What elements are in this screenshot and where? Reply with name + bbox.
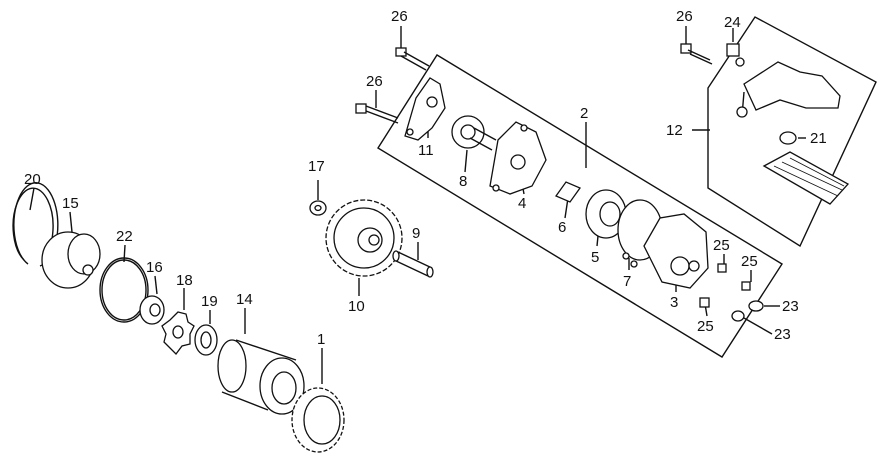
callout-2: 2 xyxy=(580,105,588,122)
pump-rotor-5[interactable] xyxy=(585,189,627,239)
callout-21: 21 xyxy=(810,130,827,147)
strainer-pipe[interactable] xyxy=(736,61,841,118)
bolt-26-right[interactable] xyxy=(680,43,713,65)
callout-10: 10 xyxy=(348,298,365,315)
primary-gear-1[interactable] xyxy=(291,387,345,453)
bolt-26-top[interactable] xyxy=(395,47,430,71)
oil-strainer-assembly-outline xyxy=(707,16,877,248)
callout-8: 8 xyxy=(459,173,467,190)
shaft-9[interactable] xyxy=(392,250,434,278)
o-ring-23-b[interactable] xyxy=(731,310,745,322)
callout-25-b: 25 xyxy=(741,253,758,270)
callout-17: 17 xyxy=(308,158,325,175)
callout-12: 12 xyxy=(666,122,683,139)
callout-26-left: 26 xyxy=(366,73,383,90)
callout-14: 14 xyxy=(236,291,253,308)
callout-4: 4 xyxy=(518,195,526,212)
callout-7: 7 xyxy=(623,273,631,290)
leader-lines xyxy=(29,26,806,384)
callout-9: 9 xyxy=(412,225,420,242)
callout-1: 1 xyxy=(317,331,325,348)
callout-24: 24 xyxy=(724,14,741,31)
bolt-25-a[interactable] xyxy=(717,263,727,273)
callout-16: 16 xyxy=(146,259,163,276)
pump-drive-gear-8[interactable] xyxy=(451,115,497,151)
bolt-25-b[interactable] xyxy=(741,281,751,291)
callout-25-c: 25 xyxy=(697,318,714,335)
callout-11: 11 xyxy=(418,142,434,159)
washer-17[interactable] xyxy=(309,200,327,216)
callout-15: 15 xyxy=(62,195,79,212)
callout-5: 5 xyxy=(591,249,599,266)
callout-22: 22 xyxy=(116,228,133,245)
callout-23-a: 23 xyxy=(782,298,799,315)
washer-19[interactable] xyxy=(194,324,218,356)
bolt-26-left[interactable] xyxy=(355,103,399,124)
bolt-24[interactable] xyxy=(726,43,745,67)
callout-23-b: 23 xyxy=(774,326,791,343)
pump-body-3[interactable] xyxy=(643,213,709,289)
oil-pump-driven-gear-10[interactable] xyxy=(325,199,403,277)
callout-20: 20 xyxy=(24,171,41,188)
pump-cover-4[interactable] xyxy=(489,121,547,195)
bolt-25-c[interactable] xyxy=(699,297,710,308)
callout-19: 19 xyxy=(201,293,218,310)
o-ring-22[interactable] xyxy=(99,257,149,323)
bracket-11[interactable] xyxy=(404,77,446,141)
o-ring-21[interactable] xyxy=(779,131,797,145)
callout-26-top: 26 xyxy=(391,8,408,25)
callout-25-a: 25 xyxy=(713,237,730,254)
callout-labels: 26 26 26 24 2 12 21 11 8 4 17 6 5 7 9 10… xyxy=(24,8,827,348)
callout-3: 3 xyxy=(670,294,678,311)
housing-15[interactable] xyxy=(41,231,101,289)
callout-26-right: 26 xyxy=(676,8,693,25)
pin-6[interactable] xyxy=(555,181,581,203)
clutch-outer-14[interactable] xyxy=(217,339,305,415)
oil-pump-assembly-outline xyxy=(377,54,783,358)
callout-18: 18 xyxy=(176,272,193,289)
strainer-screen[interactable] xyxy=(762,151,850,205)
lock-washer-18[interactable] xyxy=(161,311,195,355)
callout-6: 6 xyxy=(558,219,566,236)
nut-16[interactable] xyxy=(139,295,165,325)
o-ring-23-a[interactable] xyxy=(748,300,764,312)
